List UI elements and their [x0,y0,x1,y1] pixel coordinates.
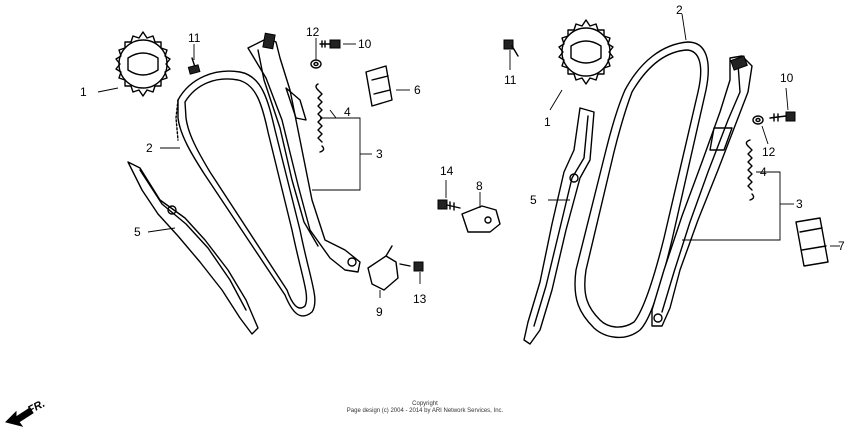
callout-right-11: 11 [504,73,517,87]
callout-right-5: 5 [530,193,537,207]
callout-center-9: 9 [376,305,383,319]
bolt-11-left [187,57,201,75]
chain-guide-right [523,107,595,345]
callout-right-7: 7 [838,239,845,253]
callout-center-8: 8 [476,179,483,193]
callout-left-3: 3 [376,147,383,161]
bolt-10-right [769,111,796,122]
cam-chain-left [175,70,316,317]
callout-center-14: 14 [440,164,454,178]
cam-sprocket-right [558,19,614,85]
callout-left-10: 10 [358,37,372,51]
callout-center-13: 13 [413,292,427,306]
callout-left-4: 4 [344,105,351,119]
cam-sprocket-left [115,31,171,97]
callout-right-10: 10 [780,71,794,85]
callout-left-5: 5 [134,225,141,239]
spring-4-right [745,139,755,201]
spring-4-left [315,83,325,153]
callout-left-2: 2 [146,141,153,155]
plate-8 [461,205,501,233]
copyright-line: Copyright [412,401,438,407]
callout-right-2: 2 [676,3,683,17]
washer-12-right [752,115,764,125]
callout-right-12: 12 [762,145,776,159]
bolt-11-right [503,39,519,57]
bolt-13 [399,261,424,272]
slipper-7-right [795,217,829,267]
right-assembly: 1 2 3 4 5 7 10 11 12 [503,3,845,345]
washer-12-left [310,59,322,69]
front-arrow-icon [5,407,34,427]
plate-9 [367,245,399,291]
callout-left-11: 11 [188,31,201,45]
slipper-6-left [365,65,393,107]
callout-right-1: 1 [544,115,551,129]
bolt-10-left [319,39,341,49]
cam-chain-right [574,41,709,338]
callout-right-4: 4 [760,165,767,179]
tensioner-arm-left [247,32,361,273]
callout-left-12: 12 [306,25,320,39]
callout-right-3: 3 [796,197,803,211]
tensioner-arm-right [651,55,753,327]
callout-left-6: 6 [414,83,421,97]
callout-left-1: 1 [80,85,87,99]
left-assembly: 1 2 3 4 5 6 10 11 12 [80,25,421,335]
bolt-14 [437,199,461,211]
chain-guide-left [127,161,259,335]
center-parts: 14 8 9 13 [367,164,501,319]
page-design-credit: Page design (c) 2004 - 2014 by ARI Netwo… [346,408,504,414]
